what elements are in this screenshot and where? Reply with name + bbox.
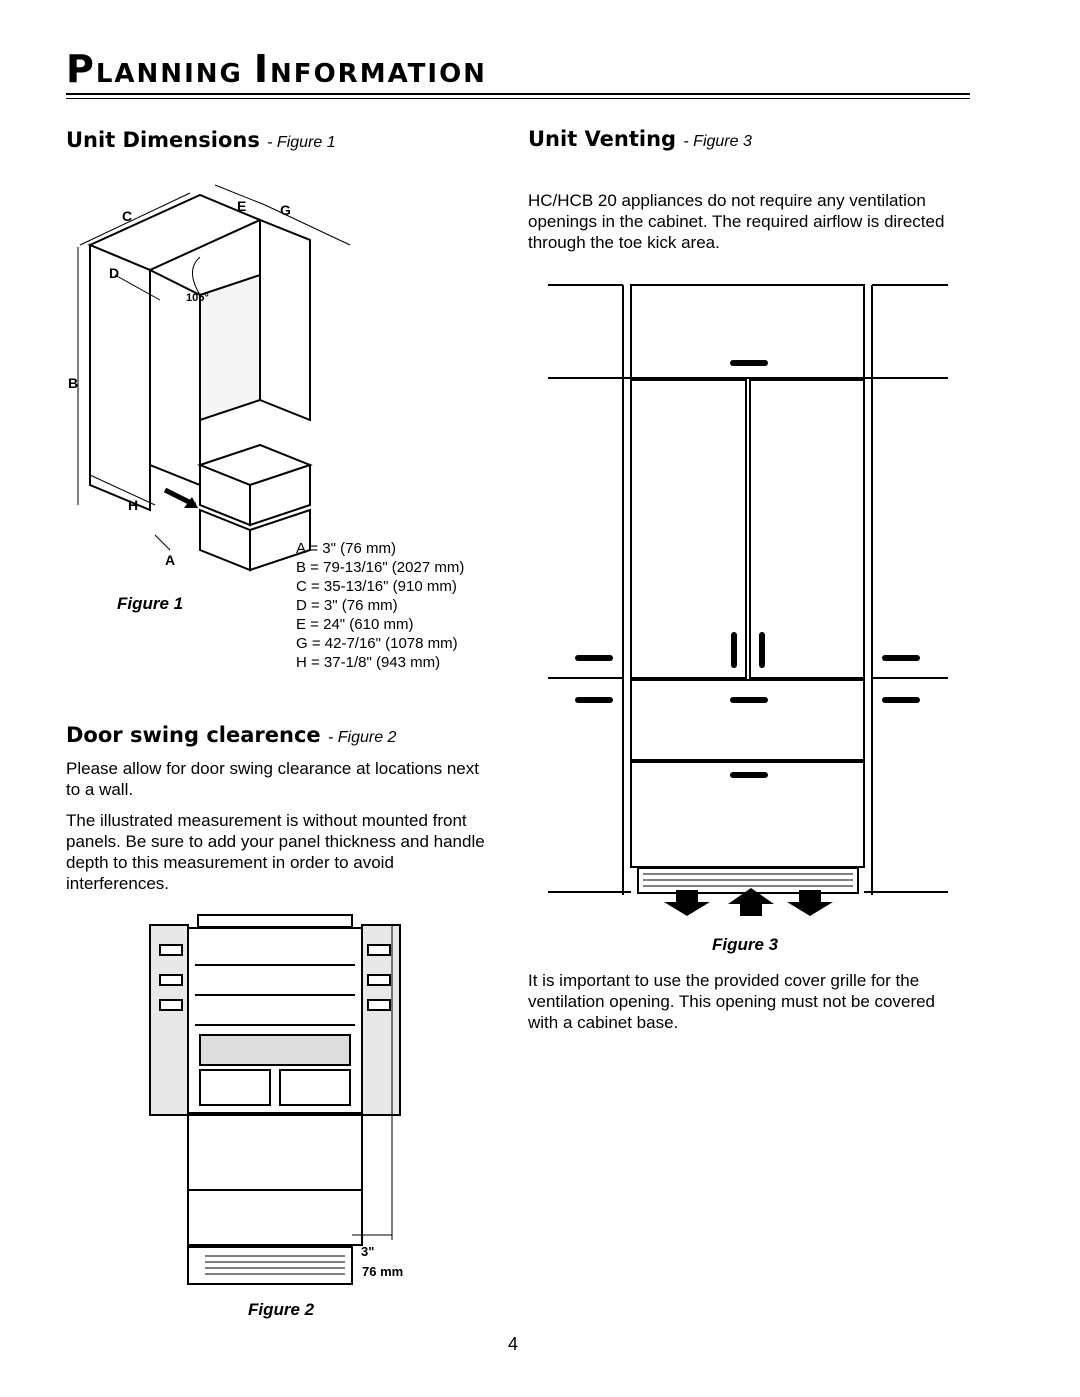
label-e: E [237, 198, 246, 214]
label-b: B [68, 375, 78, 391]
unit-venting-heading: Unit Venting - Figure 3 [528, 127, 752, 151]
label-a: A [165, 552, 175, 568]
door-swing-figure: 3" 76 mm [149, 914, 403, 1285]
dimension-h: H = 37-1/8" (943 mm) [296, 654, 441, 671]
measure-inches: 3" [361, 1244, 374, 1259]
dimension-e: E = 24" (610 mm) [296, 616, 414, 633]
figure-2-caption: Figure 2 [248, 1300, 315, 1319]
label-angle: 105° [186, 292, 209, 304]
label-h: H [128, 497, 138, 513]
door-swing-paragraph-2: The illustrated measurement is without m… [66, 811, 485, 893]
page-number: 4 [508, 1334, 519, 1354]
dimension-list: A = 3" (76 mm) B = 79-13/16" (2027 mm) C… [296, 539, 464, 672]
unit-dimensions-heading: Unit Dimensions - Figure 1 [66, 128, 336, 152]
figure-3-caption: Figure 3 [712, 935, 779, 954]
unit-venting-figure [548, 284, 948, 916]
unit-dimensions-figure: C E G D 105° B H A [68, 184, 351, 572]
label-c: C [122, 208, 132, 224]
door-swing-paragraph-1: Please allow for door swing clearance at… [66, 759, 479, 799]
dimension-d: D = 3" (76 mm) [296, 597, 398, 614]
unit-venting-paragraph-1: HC/HCB 20 appliances do not require any … [528, 191, 945, 252]
title-rule-thin [66, 98, 970, 99]
label-g: G [280, 202, 291, 218]
label-d: D [109, 265, 119, 281]
dimension-a: A = 3" (76 mm) [296, 540, 396, 557]
title-rule [66, 93, 970, 95]
dimension-c: C = 35-13/16" (910 mm) [296, 578, 457, 595]
page-title: PLANNING INFORMATION [66, 47, 487, 91]
door-swing-heading: Door swing clearence - Figure 2 [66, 723, 397, 747]
measure-mm: 76 mm [362, 1264, 403, 1279]
dimension-b: B = 79-13/16" (2027 mm) [296, 559, 465, 576]
dimension-g: G = 42-7/16" (1078 mm) [296, 635, 458, 652]
unit-venting-paragraph-2: It is important to use the provided cove… [528, 971, 936, 1032]
figure-1-caption: Figure 1 [117, 594, 184, 613]
